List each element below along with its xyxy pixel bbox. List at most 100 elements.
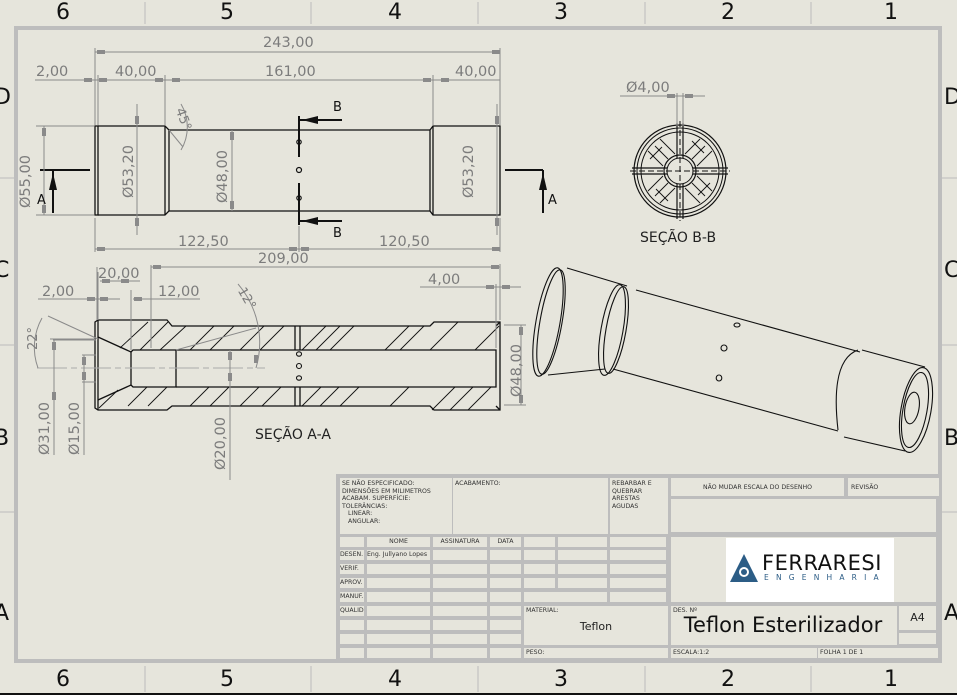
finish-label: ACABAMENTO: (455, 480, 501, 487)
blank-cell (433, 592, 487, 602)
dim-end-chamfer: 4,00 (428, 272, 461, 288)
role-desen: DESEN. (340, 550, 364, 560)
dim-aa-chamfer-offset: 2,00 (42, 284, 75, 300)
material-value: Teflon (579, 620, 613, 633)
section-aa-holes (295, 351, 303, 381)
dim-chamfer-offset: 2,00 (36, 64, 69, 80)
dim-step-length: 12,00 (158, 284, 200, 300)
dim-hole-diameter: Ø4,00 (626, 80, 670, 96)
section-aa-title: SEÇÃO A-A (255, 427, 331, 443)
blank-cell (610, 564, 666, 574)
blank-cell (340, 634, 364, 644)
blank-cell (490, 550, 521, 560)
revision-blank (671, 499, 936, 532)
company-logo: FERRARESI ENGENHARIA (726, 538, 894, 602)
zone-column-6-bottom: 6 (56, 667, 70, 692)
zone-column-4-bottom: 4 (388, 667, 402, 692)
zone-column-2-bottom: 2 (721, 667, 735, 692)
scale-label: ESCALA:1:2 (673, 649, 710, 656)
zone-row-b: B (0, 426, 10, 451)
section-aa-outline (94, 319, 501, 411)
sheet-size-cell: A4 (899, 606, 936, 630)
logo-subtitle: ENGENHARIA (764, 573, 886, 582)
note-line: LINEAR: (348, 510, 373, 518)
note-line: ANGULAR: (348, 517, 381, 525)
logo-triangle-icon (730, 554, 758, 582)
blank-cell (558, 578, 607, 588)
zone-row-b-right: B (944, 426, 957, 451)
blank-cell (610, 578, 666, 588)
blank-cell (524, 592, 607, 602)
front-view-dimension-lines (35, 48, 501, 252)
zone-column-3-bottom: 3 (554, 667, 568, 692)
blank-cell (367, 620, 430, 630)
section-aa-dimension-lines (33, 264, 526, 480)
drafter-name: Eng. Jullyano Lopes (367, 550, 430, 560)
drawing-number-cell: DES. Nº (671, 606, 897, 645)
dim-body-diameter: Ø48,00 (215, 150, 231, 203)
material-cell: MATERIAL: (524, 606, 668, 645)
isometric-view (532, 267, 934, 453)
dim-middle-length: 161,00 (265, 64, 316, 80)
dim-right-shoulder: 40,00 (455, 64, 497, 80)
dim-aa-outer-diameter: Ø48,00 (509, 344, 525, 397)
blank-cell (433, 564, 487, 574)
blank-cell (610, 537, 666, 547)
front-view-outline (94, 125, 501, 216)
blank-cell (524, 578, 555, 588)
dim-throat-diameter: Ø15,00 (67, 402, 83, 455)
blank-cell (433, 606, 487, 616)
dim-left-to-holes: 122,50 (178, 234, 229, 250)
blank-cell (367, 578, 430, 588)
section-aa-dimension-arrows (52, 265, 523, 403)
role-qualid: QUALID (340, 606, 364, 616)
deburr-line: AGUDAS (612, 502, 639, 510)
blank-cell (558, 564, 607, 574)
no-scale-note: NÃO MUDAR ESCALA DO DESENHO (671, 478, 844, 496)
general-notes-cell: SE NÃO ESPECIFICADO: DIMENSÕES EM MILIME… (340, 478, 452, 534)
signature-header: ASSINATURA (433, 537, 487, 547)
scale-cell: ESCALA:1:2 (671, 648, 817, 658)
zone-column-3: 3 (554, 0, 568, 25)
blank-cell (433, 634, 487, 644)
blank-cell (490, 564, 521, 574)
blank-cell (367, 634, 430, 644)
note-line: ACABAM. SUPERFÍCIE: (342, 495, 411, 503)
zone-column-1: 1 (884, 0, 898, 25)
dim-bore-length: 209,00 (258, 251, 309, 267)
blank-cell (558, 537, 607, 547)
blank-cell (490, 634, 521, 644)
finish-cell: ACABAMENTO: (453, 478, 608, 534)
blank-cell (367, 564, 430, 574)
dim-left-shoulder: 40,00 (115, 64, 157, 80)
zone-column-1-bottom: 1 (884, 667, 898, 692)
blank-cell (433, 620, 487, 630)
blank-cell (524, 564, 555, 574)
section-bb-title: SEÇÃO B-B (640, 230, 717, 246)
note-line: DIMENSÕES EM MILIMETROS (342, 487, 431, 495)
blank-cell (490, 578, 521, 588)
blank-cell (340, 620, 364, 630)
dim-bore-diameter: Ø20,00 (213, 417, 229, 470)
blank-cell (367, 648, 430, 658)
blank-cell (490, 620, 521, 630)
section-aa-hatching (98, 321, 500, 411)
deburr-cell: REBARBAR E QUEBRAR ARESTAS AGUDAS (610, 478, 668, 534)
role-header-cell (340, 537, 364, 547)
blank-cell (367, 606, 430, 616)
name-header: NOME (367, 537, 430, 547)
section-a-label-left: A (37, 193, 46, 208)
logo-name: FERRARESI (762, 551, 882, 575)
blank-cell (610, 592, 666, 602)
blank-cell (367, 592, 430, 602)
zone-row-a-right: A (944, 601, 957, 626)
dim-cone-angle: 22° (26, 326, 41, 350)
blank-cell (558, 550, 607, 560)
blank-cell (433, 648, 487, 658)
blank-cell (433, 578, 487, 588)
zone-column-5-bottom: 5 (220, 667, 234, 692)
dim-left-shoulder-diameter: Ø53,20 (121, 145, 137, 198)
dim-holes-to-right: 120,50 (379, 234, 430, 250)
